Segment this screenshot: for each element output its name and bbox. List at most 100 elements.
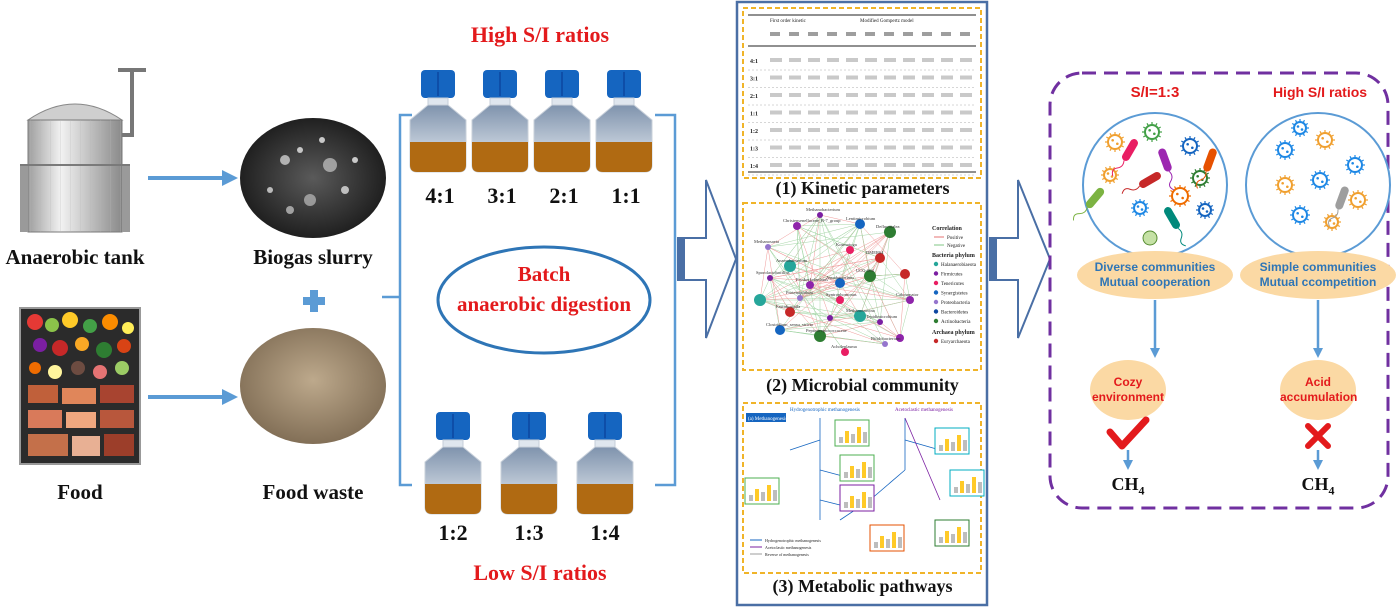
table-cell <box>884 93 896 97</box>
network-node-label: Christensenellaceae_R-7_group <box>783 218 841 223</box>
table-header-cell <box>903 32 913 36</box>
ratio-label-2-1: 2:1 <box>549 183 579 208</box>
serum-bottle-high-0 <box>409 70 467 173</box>
network-edge <box>769 257 881 279</box>
network-edge <box>759 282 841 301</box>
table-cell <box>941 58 953 62</box>
table-cell <box>903 163 915 167</box>
bubble-diverse <box>1077 251 1233 299</box>
network-edge <box>879 321 901 339</box>
arrow-food-to-waste <box>148 389 238 405</box>
network-node <box>906 296 914 304</box>
network-node-label: Anaerobacterium <box>776 258 808 263</box>
table-row-label: 4:1 <box>750 59 758 65</box>
network-edge <box>839 282 911 301</box>
si-1-3-title: S/I=1:3 <box>1130 84 1180 101</box>
microbe-icon <box>1291 119 1309 137</box>
network-edge <box>789 265 841 284</box>
table-cell <box>960 128 972 132</box>
diverse-communities-text: Diverse communities <box>1094 260 1216 274</box>
anaerobic-tank-label: Anaerobic tank <box>5 245 145 269</box>
arrow-right-right-2 <box>1313 450 1323 470</box>
microbe-icon <box>1290 205 1310 225</box>
table-cell <box>770 110 782 115</box>
table-cell <box>770 75 782 80</box>
network-edge <box>759 231 891 301</box>
network-edge <box>796 225 821 337</box>
table-cell <box>884 128 896 132</box>
mutual-cooperation-text: Mutual cooperation <box>1099 275 1211 289</box>
table-header-cell <box>846 32 856 36</box>
low-si-title: Low S/I ratios <box>473 560 607 585</box>
table-header-cell <box>865 32 875 36</box>
legend-item-label: Firmicutes <box>941 273 962 278</box>
microbial-network: MethanobacteriumChristensenellaceae_R-7_… <box>742 202 982 371</box>
svg-text:Archaea phylum: Archaea phylum <box>932 330 975 336</box>
network-edge <box>796 223 861 227</box>
table-cell <box>846 110 858 115</box>
network-node <box>846 246 854 254</box>
table-cell <box>789 163 801 167</box>
microbe-icon <box>1131 199 1149 217</box>
network-edge <box>839 282 861 317</box>
table-header-cell <box>770 32 780 36</box>
table-cell <box>865 128 877 132</box>
network-edge <box>859 257 881 317</box>
network-edge <box>799 297 911 301</box>
network-node-label: Lentimicrobium <box>846 216 876 221</box>
network-edge <box>779 329 821 337</box>
network-node <box>864 270 876 282</box>
network-node-label: Peptostreptococcaceae <box>806 328 847 333</box>
network-node <box>785 307 795 317</box>
svg-text:Modified Gompertz model: Modified Gompertz model <box>860 19 914 24</box>
network-node <box>817 212 823 218</box>
network-node <box>806 281 814 289</box>
network-node <box>854 310 866 322</box>
network-edge <box>767 223 861 248</box>
network-node-label: Methanobacterium <box>806 207 840 212</box>
table-cell <box>960 110 972 115</box>
table-cell <box>789 75 801 80</box>
microbe-icon <box>1169 185 1191 207</box>
check-icon <box>1106 416 1150 450</box>
svg-text:First order kinetic: First order kinetic <box>770 19 807 24</box>
legend-dot <box>933 280 939 286</box>
network-edge <box>829 317 901 339</box>
microbe-icon <box>1348 190 1368 210</box>
network-edge <box>809 214 821 286</box>
table-cell <box>808 145 820 150</box>
network-node-label: Fryskerkelenlatus <box>796 277 828 282</box>
network-edge <box>809 231 891 286</box>
table-cell <box>770 128 782 132</box>
network-edge <box>779 315 861 331</box>
environment-text: environment <box>1091 390 1164 404</box>
table-cell <box>827 75 839 80</box>
network-edge <box>839 249 851 284</box>
network-node-label: Caloramator <box>896 292 919 297</box>
network-edge <box>839 275 871 301</box>
pathway-flow <box>904 417 941 501</box>
serum-bottle-low-2 <box>576 412 634 515</box>
table-cell <box>846 163 858 167</box>
network-edge <box>767 246 841 284</box>
network-node <box>875 253 885 263</box>
cross-icon <box>1305 423 1331 449</box>
network-node <box>855 219 865 229</box>
pathway-mini-chart <box>869 524 905 552</box>
network-edge <box>819 275 871 337</box>
network-node-label: UCG-004 <box>856 268 874 273</box>
high-si-right-title: High S/I ratios <box>1272 84 1368 100</box>
ratio-label-1-1: 1:1 <box>611 183 641 208</box>
batch-label-line1: Batch <box>517 262 571 286</box>
network-edge <box>767 246 801 299</box>
network-node <box>797 295 803 301</box>
ch4-right-main: CH <box>1301 474 1329 494</box>
bacillus-icon <box>1328 186 1349 227</box>
table-cell <box>941 93 953 97</box>
network-edge <box>779 329 886 345</box>
network-node-label: Proteiniphilum <box>786 290 813 295</box>
table-row-label: 1:4 <box>750 164 758 170</box>
left-bracket <box>382 113 412 487</box>
ch4-right-sub: 4 <box>1328 483 1335 498</box>
table-cell <box>884 75 896 80</box>
